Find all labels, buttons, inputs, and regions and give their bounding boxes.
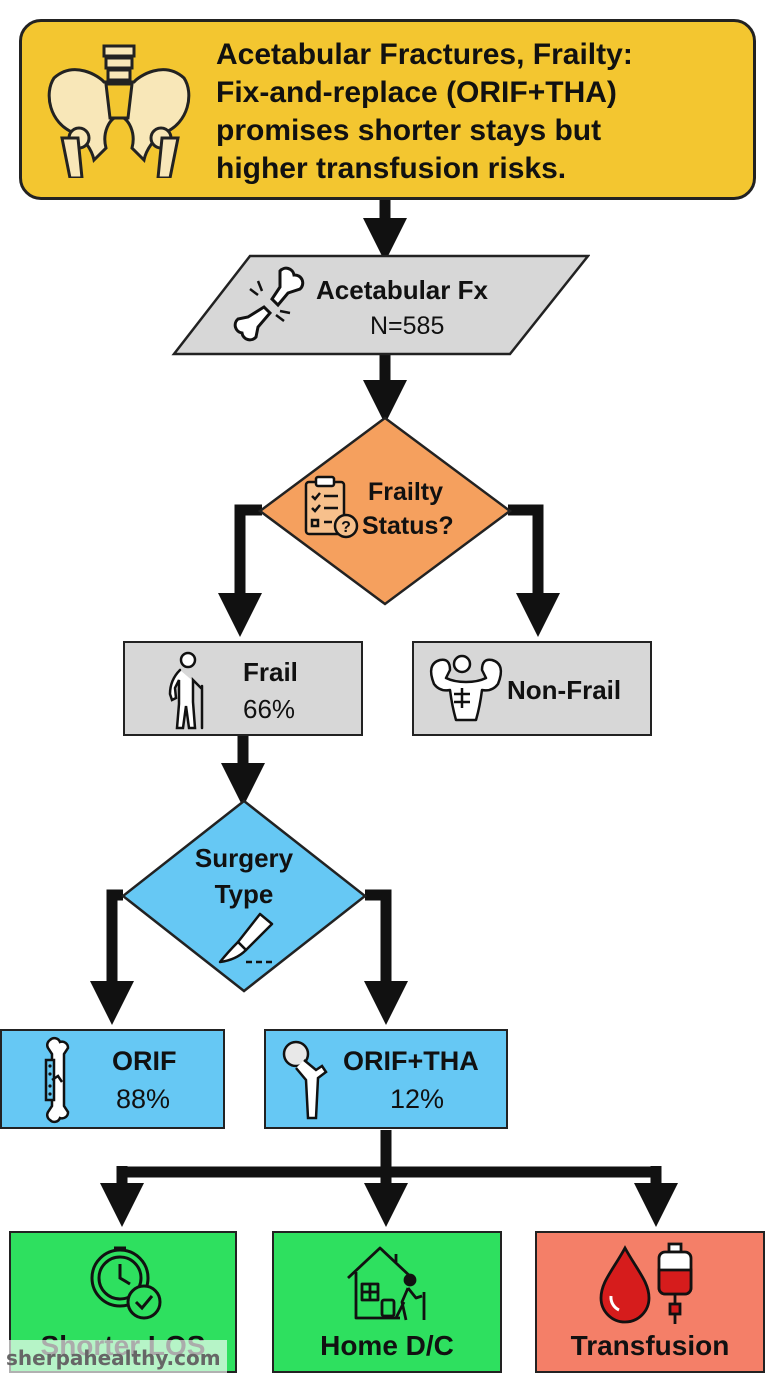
home-walker-icon: [347, 1246, 426, 1321]
surgery-decision-node: [121, 799, 367, 993]
title-line-2: Fix-and-replace (ORIF+THA): [216, 76, 617, 109]
muscular-torso-icon: [429, 654, 503, 722]
orif-tha-label: ORIF+THA: [343, 1046, 479, 1076]
elderly-cane-icon: [168, 651, 204, 730]
hip-implant-icon: [282, 1040, 328, 1120]
scalpel-icon: [218, 912, 274, 964]
clipboard-question-icon: ?: [304, 475, 359, 539]
arrow-frailty-to-frail: [218, 504, 262, 637]
frail-node: [123, 641, 363, 736]
frailty-decision-node: [258, 416, 512, 606]
arrow-surgery-to-orif: [90, 889, 134, 1025]
arrow-frailty-to-nonfrail: [508, 504, 560, 637]
watermark-text: sherpahealthy.com: [0, 1340, 227, 1376]
frail-value: 66%: [243, 694, 296, 724]
population-value: N=585: [370, 312, 445, 340]
title-line-4: higher transfusion risks.: [216, 152, 567, 185]
orif-label: ORIF: [112, 1046, 177, 1076]
surgery-decision-line2: Type: [214, 879, 274, 909]
title-line-3: promises shorter stays but: [216, 114, 602, 147]
transfusion-label: Transfusion: [570, 1330, 730, 1361]
blood-bag-icon: [599, 1242, 693, 1324]
frailty-decision-line2: Status?: [362, 512, 454, 540]
title-text: Acetabular Fractures, Frailty: Fix-and-r…: [216, 36, 736, 188]
frail-label: Frail: [243, 657, 298, 687]
pelvis-icon: [47, 44, 191, 178]
svg-text:?: ?: [341, 519, 351, 536]
clock-check-icon: [90, 1246, 162, 1320]
home-dc-label: Home D/C: [320, 1330, 454, 1361]
surgery-decision-line1: Surgery: [194, 843, 294, 873]
broken-bone-icon: [233, 266, 305, 342]
arrow-surgery-to-orif-tha: [364, 889, 408, 1025]
population-node: [171, 254, 590, 356]
bone-plate-icon: [44, 1036, 70, 1124]
frailty-decision-line1: Frailty: [368, 478, 444, 506]
orif-node: [0, 1029, 225, 1129]
title-banner: [19, 19, 756, 200]
orif-value: 88%: [116, 1084, 171, 1114]
orif-tha-value: 12%: [390, 1084, 445, 1114]
non-frail-label: Non-Frail: [507, 675, 622, 705]
title-line-1: Acetabular Fractures, Frailty:: [216, 38, 633, 71]
population-label: Acetabular Fx: [316, 275, 488, 305]
